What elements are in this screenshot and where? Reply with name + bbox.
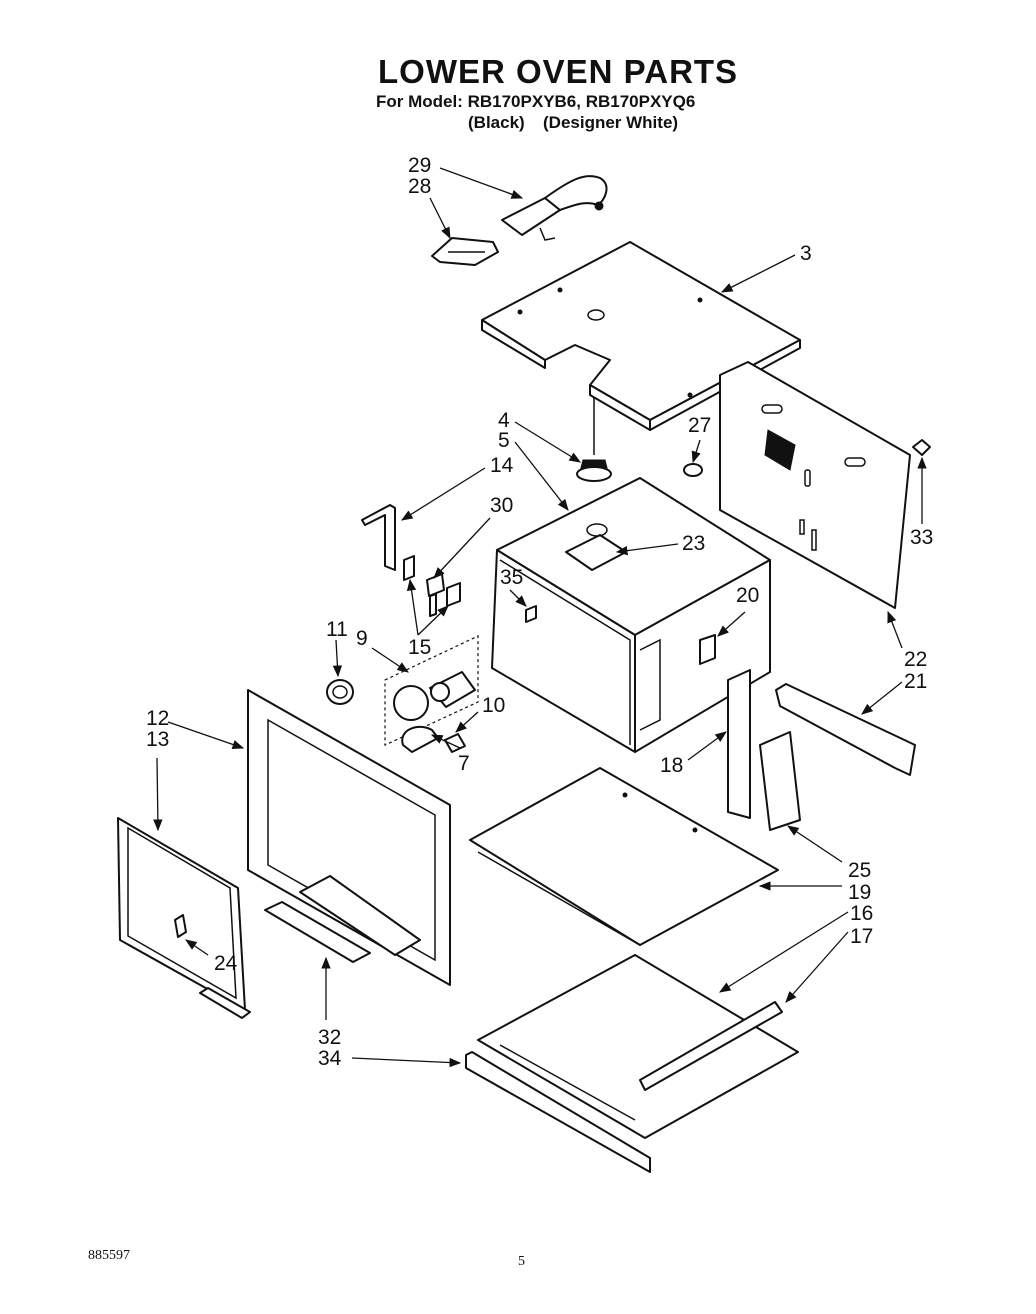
part-plug	[683, 463, 703, 477]
callout-9: 9	[356, 627, 368, 650]
callout-22: 22	[904, 648, 927, 671]
part-ring	[326, 679, 354, 705]
part-gasket-strip	[199, 987, 251, 1019]
callout-27: 27	[688, 414, 711, 437]
color-black-label: (Black)	[468, 113, 525, 132]
part-grommet	[576, 398, 612, 482]
leader-lines	[153, 167, 927, 1068]
callout-25: 25	[848, 859, 871, 882]
part-clip	[912, 439, 931, 456]
document-number: 885597	[88, 1248, 130, 1263]
part-side-bracket	[727, 669, 751, 819]
callout-20: 20	[736, 584, 759, 607]
callout-35: 35	[500, 566, 523, 589]
color-white-label: (Designer White)	[543, 113, 679, 132]
callout-28: 28	[408, 175, 431, 198]
part-rear-panel	[719, 361, 911, 609]
callout-18: 18	[660, 754, 683, 777]
callout-7: 7	[458, 752, 470, 775]
callout-19: 19	[848, 881, 871, 904]
model-line: For Model: RB170PXYB6, RB170PXYQ6	[376, 92, 696, 111]
part-oven-cavity	[491, 477, 771, 753]
callout-4: 4	[498, 409, 510, 432]
callout-10: 10	[482, 694, 505, 717]
part-front-frame	[247, 689, 451, 986]
part-slide-rail	[775, 683, 916, 776]
part-oven-floor	[477, 954, 799, 1139]
callout-12: 12	[146, 707, 169, 730]
callout-15: 15	[408, 636, 431, 659]
callout-33: 33	[910, 526, 933, 549]
callout-11: 11	[326, 618, 348, 641]
page-number: 5	[518, 1254, 525, 1269]
callout-17: 17	[850, 925, 873, 948]
callout-32: 32	[318, 1026, 341, 1049]
part-gasket	[117, 817, 246, 1011]
callout-30: 30	[490, 494, 513, 517]
part-hinge	[759, 731, 801, 831]
callout-16: 16	[850, 902, 873, 925]
part-switch-brackets	[361, 504, 461, 617]
part-vent-strip	[264, 901, 371, 963]
callout-34: 34	[318, 1047, 342, 1070]
callout-13: 13	[146, 728, 169, 751]
callout-5: 5	[498, 429, 510, 452]
part-bottom-panel	[469, 767, 779, 946]
part-filter	[431, 237, 499, 266]
callout-14: 14	[490, 454, 514, 477]
callout-3: 3	[800, 242, 812, 265]
part-toe-strip	[465, 1051, 651, 1173]
part-light-housing	[384, 635, 479, 753]
callout-labels: 29 28 3 27 4 5 14 30 33 23 35 20 11 9 15…	[146, 154, 933, 1070]
callout-21: 21	[904, 670, 927, 693]
callout-29: 29	[408, 154, 431, 177]
callout-24: 24	[214, 952, 238, 975]
page-title: LOWER OVEN PARTS	[378, 53, 739, 90]
part-gasket-clip	[174, 914, 187, 938]
part-vent-duct	[501, 175, 608, 241]
callout-23: 23	[682, 532, 705, 555]
